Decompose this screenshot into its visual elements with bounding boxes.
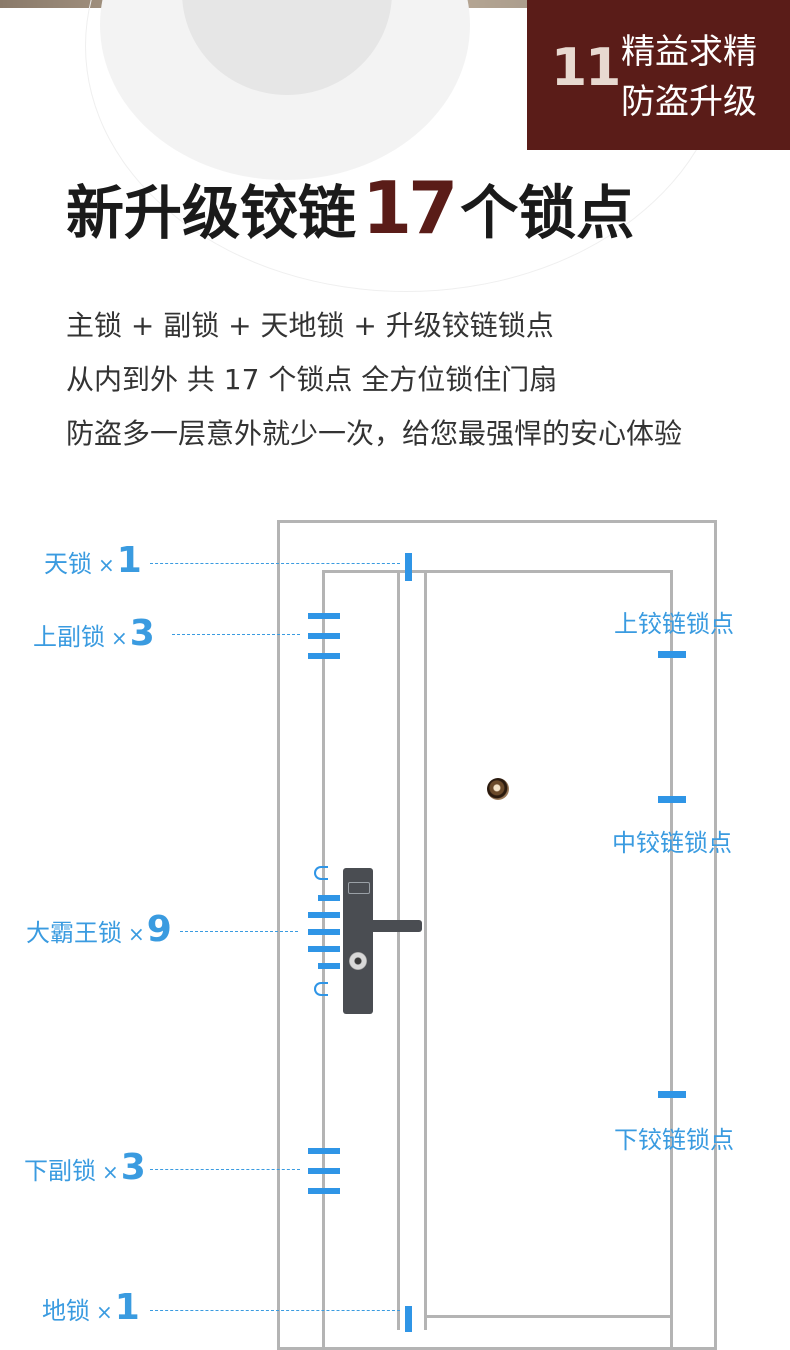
ground-lock-label: 地锁 × 1: [42, 1287, 140, 1328]
main-lock-name: 大霸王锁: [26, 919, 122, 947]
upper-hinge-bar: [658, 651, 686, 658]
door-leaf-panel: [322, 570, 673, 1350]
peephole: [487, 778, 509, 800]
feature-badge: 11 精益求精 防盗升级: [527, 0, 790, 150]
ground-lock-leader: [150, 1310, 400, 1311]
ground-lock-times: ×: [96, 1300, 113, 1324]
sky-lock-leader: [150, 563, 400, 564]
lower-lock-leader: [150, 1169, 300, 1170]
upper-lock-count: 3: [129, 613, 155, 654]
sky-lock-label: 天锁 × 1: [44, 540, 142, 581]
description-line-2: 从内到外 共 17 个锁点 全方位锁住门扇: [66, 363, 558, 396]
door-stile-line-2: [424, 570, 427, 1330]
ground-lock-name: 地锁: [42, 1297, 90, 1325]
brand-logo-icon: [348, 882, 370, 894]
upper-lock-bar-3: [308, 653, 340, 659]
lower-hinge-label: 下铰链锁点: [614, 1126, 734, 1154]
main-lock-label: 大霸王锁 × 9: [26, 909, 172, 950]
upper-lock-name: 上副锁: [33, 623, 105, 651]
main-lock-bar-1: [318, 895, 340, 901]
main-lock-bar-2: [308, 912, 340, 918]
lower-lock-times: ×: [102, 1160, 119, 1184]
badge-number: 11: [551, 38, 621, 98]
sky-lock-times: ×: [98, 553, 115, 577]
main-lock-times: ×: [128, 922, 145, 946]
lower-lock-bar-2: [308, 1168, 340, 1174]
lock-plate: [343, 868, 373, 1014]
ground-lock-bar: [405, 1306, 412, 1332]
door-stile-line: [397, 570, 400, 1330]
cylinder-icon: [349, 952, 367, 970]
main-lock-bar-4: [308, 946, 340, 952]
lower-lock-name: 下副锁: [24, 1157, 96, 1185]
upper-lock-leader: [172, 634, 300, 635]
sky-lock-bar: [405, 553, 412, 581]
ground-lock-count: 1: [114, 1287, 140, 1328]
upper-lock-times: ×: [111, 626, 128, 650]
upper-lock-bar-1: [308, 613, 340, 619]
lower-hinge-bar: [658, 1091, 686, 1098]
badge-title-line1: 精益求精: [621, 32, 757, 72]
description-line-3: 防盗多一层意外就少一次，给您最强悍的安心体验: [66, 417, 683, 450]
main-lock-leader: [180, 931, 298, 932]
description-line-1: 主锁 + 副锁 + 天地锁 + 升级铰链锁点: [66, 309, 554, 342]
upper-lock-label: 上副锁 × 3: [33, 613, 155, 654]
main-lock-hook-bottom: [314, 982, 328, 996]
lever-handle: [356, 920, 422, 932]
sky-lock-count: 1: [116, 540, 142, 581]
main-lock-bar-3: [308, 929, 340, 935]
sky-lock-name: 天锁: [44, 550, 92, 578]
main-lock-count: 9: [146, 909, 172, 950]
badge-title-line2: 防盗升级: [621, 82, 757, 122]
door-bottom-line: [427, 1315, 672, 1318]
headline-before: 新升级铰链: [66, 179, 357, 247]
main-lock-bar-5: [318, 963, 340, 969]
upper-hinge-label: 上铰链锁点: [614, 610, 734, 638]
middle-hinge-label: 中铰链锁点: [612, 829, 732, 857]
lower-lock-bar-3: [308, 1188, 340, 1194]
upper-lock-bar-2: [308, 633, 340, 639]
main-lock-hook-top: [314, 866, 328, 880]
headline: 新升级铰链 17 个锁点: [66, 166, 635, 250]
lower-lock-count: 3: [120, 1147, 146, 1188]
lower-lock-bar-1: [308, 1148, 340, 1154]
headline-after: 个锁点: [460, 179, 635, 247]
headline-number: 17: [362, 166, 458, 250]
lower-lock-label: 下副锁 × 3: [24, 1147, 146, 1188]
middle-hinge-bar: [658, 796, 686, 803]
